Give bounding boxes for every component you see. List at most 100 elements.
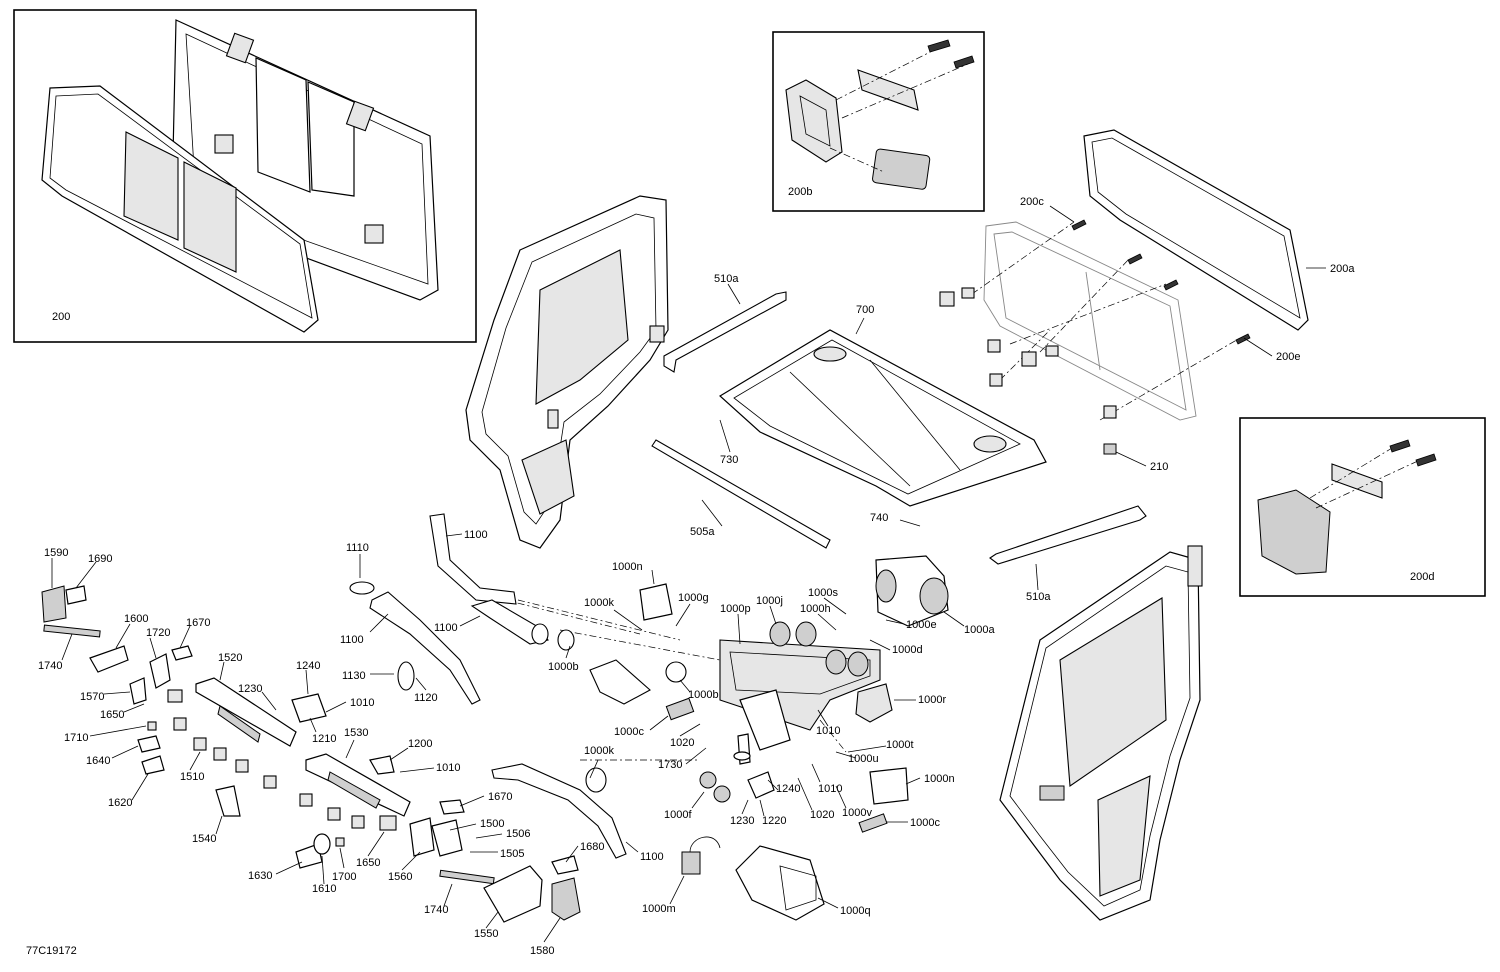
label-1000m: 1000m — [642, 903, 676, 915]
latch-plate — [857, 69, 919, 111]
label-1110: 1110 — [346, 542, 369, 554]
label-1100-d: 1100 — [640, 851, 664, 863]
label-1600: 1600 — [124, 613, 148, 625]
label-1650-a: 1650 — [100, 709, 124, 721]
seal-505a — [651, 439, 831, 549]
hvac-assembly — [639, 555, 949, 921]
label-1680: 1680 — [580, 841, 604, 853]
label-200b: 200b — [788, 186, 812, 198]
inset-latch-200b: 200b — [772, 31, 985, 212]
left-door — [465, 195, 669, 549]
label-1000g: 1000g — [678, 592, 709, 604]
label-1640: 1640 — [86, 755, 110, 767]
rear-frame — [983, 221, 1197, 421]
label-1000j: 1000j — [756, 595, 783, 607]
label-1000s: 1000s — [808, 587, 838, 599]
label-1000b-a: 1000b — [548, 661, 579, 673]
label-1100-c: 1100 — [434, 622, 458, 634]
label-1230-b: 1230 — [238, 683, 262, 695]
label-1000n-a: 1000n — [612, 561, 643, 573]
label-505a: 505a — [690, 526, 715, 538]
inset-latch-200d: 200d — [1239, 417, 1486, 597]
hvac-motor-1000r — [855, 683, 893, 723]
right-door — [999, 545, 1203, 921]
label-210: 210 — [1150, 461, 1168, 473]
label-1700: 1700 — [332, 871, 356, 883]
duct-1100-e — [491, 763, 627, 859]
label-1010-d: 1010 — [436, 762, 460, 774]
label-1690: 1690 — [88, 553, 112, 565]
label-1000b-b: 1000b — [688, 689, 719, 701]
label-1000p: 1000p — [720, 603, 751, 615]
label-200e: 200e — [1276, 351, 1300, 363]
duct-hoses — [349, 513, 687, 859]
label-1230-a: 1230 — [730, 815, 754, 827]
label-1580: 1580 — [530, 945, 554, 957]
inset-rear-window: 200 — [13, 9, 477, 343]
label-1010-c: 1010 — [350, 697, 374, 709]
duct-1100-d — [589, 659, 651, 705]
label-1000e: 1000e — [906, 619, 937, 631]
label-1730: 1730 — [658, 759, 682, 771]
label-1000c-a: 1000c — [614, 726, 644, 738]
label-1560: 1560 — [388, 871, 412, 883]
label-510a-top: 510a — [714, 273, 739, 285]
label-1000d: 1000d — [892, 644, 923, 656]
filter-1000n-b — [869, 767, 909, 805]
label-1620: 1620 — [108, 797, 132, 809]
panel-1530 — [305, 753, 411, 817]
label-1240-b: 1240 — [296, 660, 320, 672]
rear-window-glass — [41, 85, 319, 333]
screw-icon — [927, 39, 951, 53]
label-1710: 1710 — [64, 732, 88, 744]
label-1130: 1130 — [342, 670, 366, 682]
rear-panel-assembly — [939, 129, 1309, 455]
label-1000c-b: 1000c — [910, 817, 940, 829]
label-1000q: 1000q — [840, 905, 871, 917]
label-510a-bottom: 510a — [1026, 591, 1051, 603]
label-1120: 1120 — [414, 692, 438, 704]
drawing-id: 77C19172 — [26, 945, 77, 957]
latch-housing — [785, 79, 843, 163]
label-1510: 1510 — [180, 771, 204, 783]
label-1000v: 1000v — [842, 807, 872, 819]
label-1200: 1200 — [408, 738, 432, 750]
label-1590: 1590 — [44, 547, 68, 559]
label-1010-a: 1010 — [816, 725, 840, 737]
rear-seal-200a — [1083, 129, 1309, 331]
filter-1000n — [639, 583, 673, 621]
label-730: 730 — [720, 454, 738, 466]
leader-lines — [51, 205, 1326, 943]
floor-panel-700 — [718, 329, 1047, 507]
label-1550: 1550 — [474, 928, 498, 940]
label-200c: 200c — [1020, 196, 1044, 208]
label-700: 700 — [856, 304, 874, 316]
label-200a: 200a — [1330, 263, 1355, 275]
label-1000f: 1000f — [664, 809, 692, 821]
label-1100-a: 1100 — [464, 529, 488, 541]
label-1610: 1610 — [312, 883, 336, 895]
latch-cover — [1257, 489, 1331, 575]
label-1220: 1220 — [762, 815, 786, 827]
left-accessory-parts — [41, 585, 751, 923]
label-1670-a: 1670 — [186, 617, 210, 629]
label-1000k-a: 1000k — [584, 597, 614, 609]
label-1000a: 1000a — [964, 624, 995, 636]
label-1000t: 1000t — [886, 739, 914, 751]
screw-icon — [1415, 453, 1437, 467]
label-1000n-b: 1000n — [924, 773, 955, 785]
label-1570: 1570 — [80, 691, 104, 703]
label-1500: 1500 — [480, 818, 504, 830]
bracket-1000q — [735, 845, 825, 921]
label-1650-b: 1650 — [356, 857, 380, 869]
label-740: 740 — [870, 512, 888, 524]
label-1506: 1506 — [506, 828, 530, 840]
duct-1100-b — [369, 591, 481, 705]
label-1630: 1630 — [248, 870, 272, 882]
label-1210: 1210 — [312, 733, 336, 745]
label-1100-b: 1100 — [340, 634, 364, 646]
label-1000h: 1000h — [800, 603, 831, 615]
latch-plate — [1331, 463, 1383, 499]
screw-icon — [953, 55, 975, 69]
